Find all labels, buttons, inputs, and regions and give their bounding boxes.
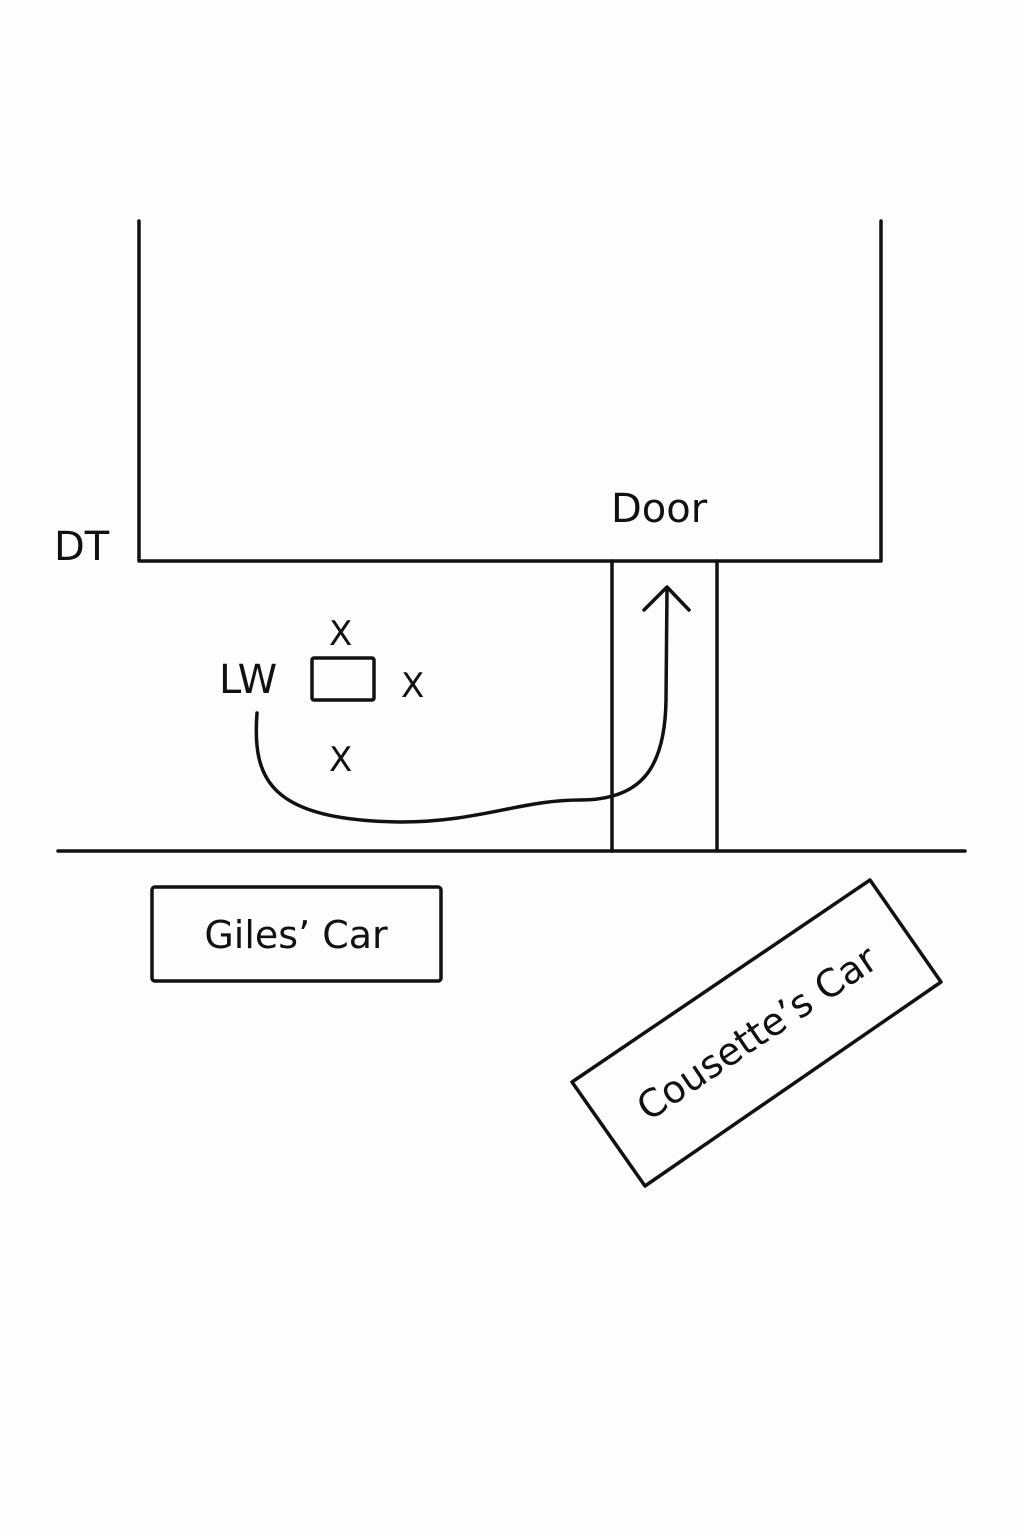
label-dt: DT <box>54 524 110 570</box>
giles-car-box <box>150 885 443 983</box>
label-giles-car: Giles’ Car <box>204 913 388 957</box>
label-lw: LW <box>219 657 277 703</box>
x-mark-top: X <box>329 614 352 654</box>
label-cousette-car: Cousette’s Car <box>629 936 886 1129</box>
x-mark-bottom: X <box>329 740 352 780</box>
movement-path <box>254 588 669 824</box>
lw-object-box <box>310 656 376 702</box>
label-door: Door <box>611 486 708 532</box>
building-outline <box>137 219 883 563</box>
arrow-head-icon <box>642 585 691 612</box>
cousette-car-box <box>570 878 943 1188</box>
x-mark-right: X <box>401 666 424 706</box>
